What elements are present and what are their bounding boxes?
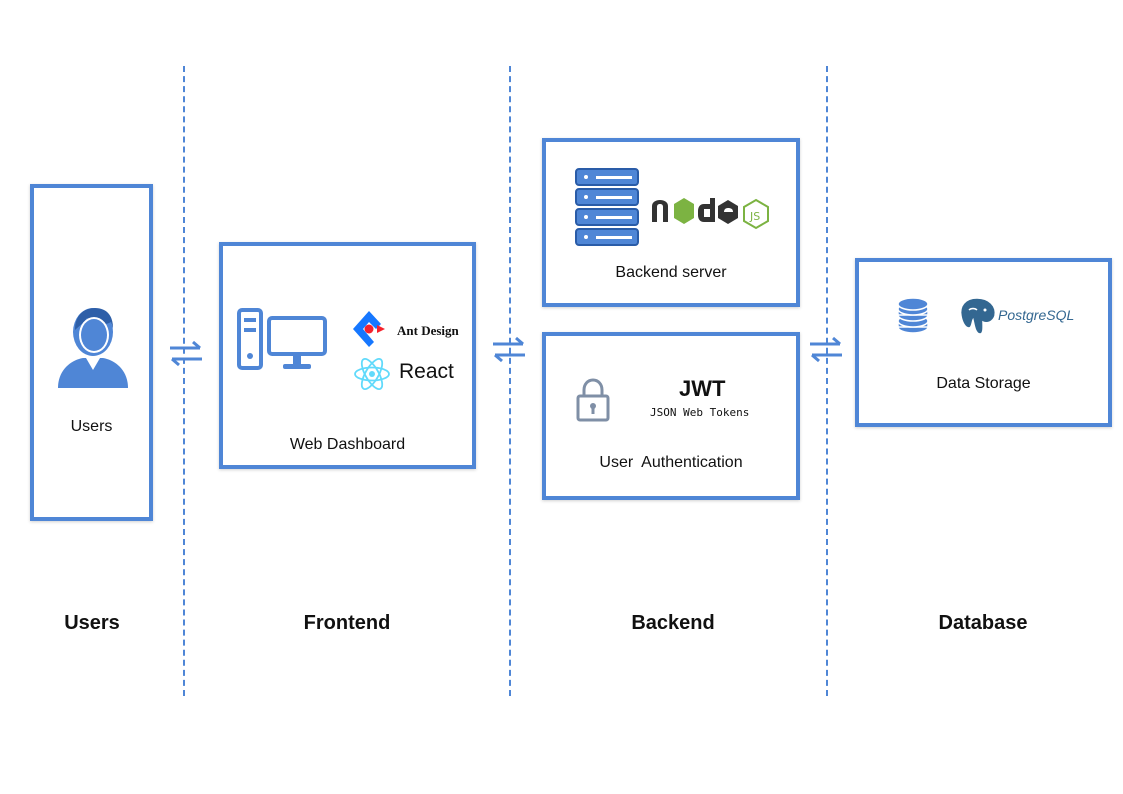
users-box: Users [30,184,153,521]
data-storage-label: Data Storage [936,375,1031,392]
divider-users-frontend [183,66,185,696]
padlock-icon [576,378,610,422]
web-dashboard-box: Ant Design React Web Dashboard [219,242,476,469]
users-box-label: Users [70,418,113,435]
backend-server-box: JS Backend server [542,138,800,307]
nodejs-logo-icon: JS [652,198,769,230]
column-label-users: Users [64,612,120,634]
divider-frontend-backend [509,66,511,696]
user-authentication-label: User Authentication [599,454,743,471]
user-authentication-box: JWT JSON Web Tokens User Authentication [542,332,800,500]
postgresql-label: PostgreSQL [998,307,1075,323]
database-stack-icon [897,297,929,334]
data-storage-box: PostgreSQL Data Storage [855,258,1112,427]
column-label-frontend: Frontend [303,612,391,634]
desktop-computer-icon [237,308,327,370]
column-label-backend: Backend [631,612,715,634]
ant-design-logo-icon [353,311,385,347]
server-rack-icon [575,168,639,246]
jwt-subtitle: JSON Web Tokens [650,406,750,419]
jwt-title: JWT [679,376,726,401]
ant-design-label: Ant Design [397,323,459,338]
divider-backend-database [826,66,828,696]
bidirectional-arrows-icon [170,340,202,367]
bidirectional-arrows-icon [493,336,525,363]
column-label-database: Database [938,612,1028,634]
web-dashboard-label: Web Dashboard [289,436,406,453]
react-label: React [399,360,454,383]
react-logo-icon [354,358,390,390]
user-avatar-icon [58,308,128,388]
bidirectional-arrows-icon [810,336,842,363]
backend-server-label: Backend server [615,264,727,281]
postgresql-elephant-icon [959,297,997,335]
svg-text:JS: JS [749,210,760,223]
